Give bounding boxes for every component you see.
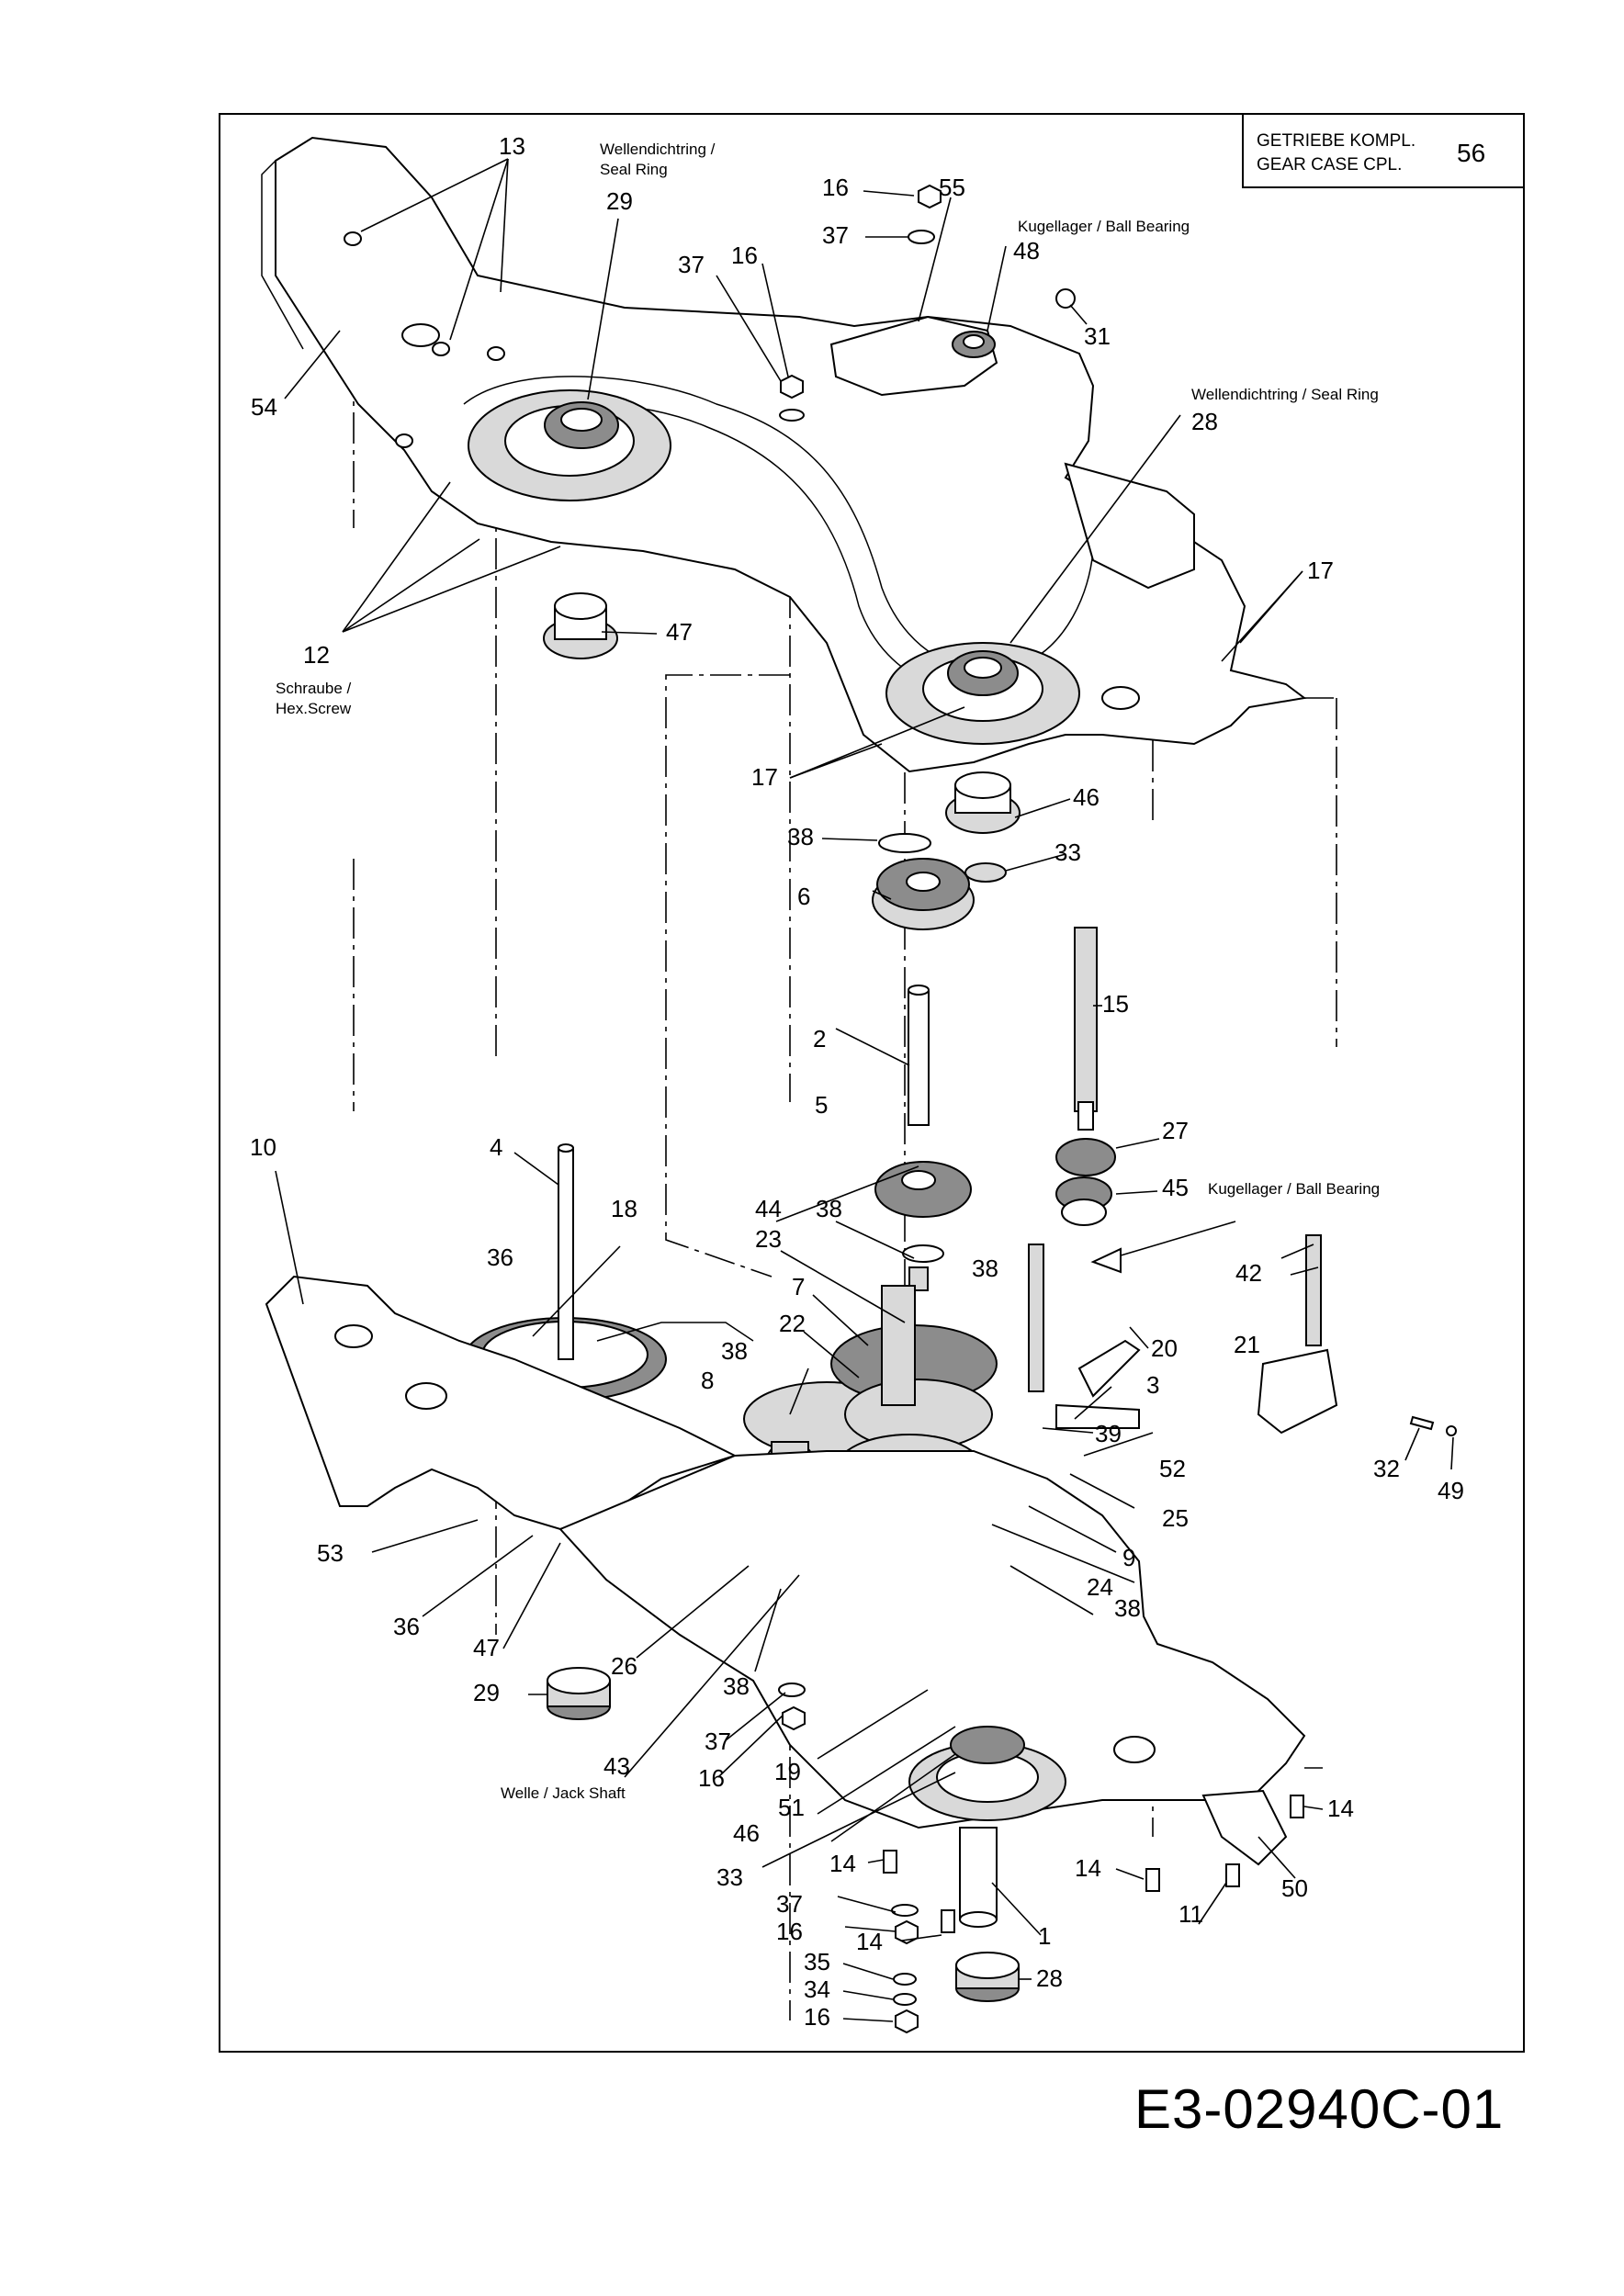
title-ref-number: 56: [1457, 139, 1486, 167]
callout-19: 19: [774, 1758, 801, 1785]
callout-12: 12: [303, 641, 330, 669]
callout-2: 2: [813, 1025, 826, 1052]
callouts: 13 29 16 55 37 37 16 48 31 54 28 17 47 1…: [250, 132, 1464, 2031]
callout-27: 27: [1162, 1117, 1189, 1144]
seal-ring-label-right: Wellendichtring / Seal Ring: [1191, 386, 1379, 403]
callout-43: 43: [603, 1752, 630, 1780]
callout-42: 42: [1235, 1259, 1262, 1287]
fasteners: [778, 184, 1457, 2034]
callout-14: 14: [856, 1928, 883, 1955]
callout-55: 55: [939, 174, 965, 201]
callout-51: 51: [778, 1794, 805, 1821]
callout-26: 26: [611, 1652, 637, 1680]
callout-25: 25: [1162, 1504, 1189, 1532]
document-id: E3-02940C-01: [1134, 2078, 1505, 2140]
callout-7: 7: [792, 1273, 805, 1300]
callout-13: 13: [499, 132, 525, 160]
jack-shaft-label: Welle / Jack Shaft: [501, 1784, 626, 1802]
callout-48: 48: [1013, 237, 1040, 264]
callout-8: 8: [701, 1367, 714, 1394]
callout-53: 53: [317, 1539, 344, 1567]
callout-1: 1: [1038, 1922, 1051, 1950]
callout-37: 37: [776, 1890, 803, 1918]
callout-31: 31: [1084, 322, 1111, 350]
hex-screw-label-de: Schraube /: [276, 680, 351, 697]
ball-bearing-label: Kugellager / Ball Bearing: [1018, 218, 1190, 235]
callout-6: 6: [797, 883, 810, 910]
callout-29: 29: [473, 1679, 500, 1706]
callout-24: 24: [1087, 1573, 1113, 1601]
callout-45: 45: [1162, 1174, 1189, 1201]
callout-46: 46: [733, 1819, 760, 1847]
callout-16: 16: [698, 1764, 725, 1792]
callout-33: 33: [716, 1863, 743, 1891]
callout-37: 37: [705, 1728, 731, 1755]
callout-11: 11: [1179, 1900, 1203, 1928]
callout-33: 33: [1054, 838, 1081, 866]
hex-screw-label-en: Hex.Screw: [276, 700, 352, 717]
callout-17: 17: [751, 763, 778, 791]
ball-bearing-label-mid: Kugellager / Ball Bearing: [1208, 1180, 1380, 1198]
callout-29: 29: [606, 187, 633, 215]
drawing-frame: [219, 113, 1525, 2053]
callout-37: 37: [678, 251, 705, 278]
callout-18: 18: [611, 1195, 637, 1222]
callout-15: 15: [1102, 990, 1129, 1018]
callout-14: 14: [1327, 1795, 1354, 1822]
seal-ring-label-de: Wellendichtring /: [600, 141, 716, 158]
callout-16: 16: [804, 2003, 830, 2031]
callout-36: 36: [393, 1613, 420, 1640]
callout-47: 47: [666, 618, 693, 646]
upper-housing: [261, 136, 1307, 773]
annotations: Wellendichtring / Seal Ring Kugellager /…: [276, 141, 1380, 1802]
callout-54: 54: [251, 393, 277, 421]
callout-10: 10: [250, 1133, 276, 1161]
callout-4: 4: [490, 1133, 502, 1161]
callout-16: 16: [822, 174, 849, 201]
callout-16: 16: [731, 242, 758, 269]
callout-9: 9: [1122, 1544, 1135, 1571]
callout-46: 46: [1073, 783, 1100, 811]
callout-21: 21: [1234, 1331, 1260, 1358]
callout-49: 49: [1438, 1477, 1464, 1504]
callout-14: 14: [829, 1850, 856, 1877]
callout-17: 17: [1307, 557, 1334, 584]
callout-36: 36: [487, 1244, 513, 1271]
callout-23: 23: [755, 1225, 782, 1253]
callout-47: 47: [473, 1634, 500, 1661]
callout-50: 50: [1281, 1874, 1308, 1902]
callout-20: 20: [1151, 1334, 1178, 1362]
callout-38: 38: [1114, 1594, 1141, 1622]
callout-38: 38: [972, 1255, 998, 1282]
callout-38: 38: [816, 1195, 842, 1222]
title-block: GETRIEBE KOMPL. GEAR CASE CPL. 56: [1242, 113, 1525, 188]
callout-5: 5: [815, 1091, 828, 1119]
callout-35: 35: [804, 1948, 830, 1975]
lower-housing: [265, 1275, 1306, 2002]
callout-28: 28: [1191, 408, 1218, 435]
callout-34: 34: [804, 1975, 830, 2003]
callout-44: 44: [755, 1195, 782, 1222]
title-line-de: GETRIEBE KOMPL.: [1257, 131, 1416, 151]
callout-37: 37: [822, 221, 849, 249]
callout-39: 39: [1095, 1420, 1122, 1447]
callout-16: 16: [776, 1918, 803, 1945]
callout-28: 28: [1036, 1964, 1063, 1992]
callout-52: 52: [1159, 1455, 1186, 1482]
callout-22: 22: [779, 1310, 806, 1337]
leader-lines: [275, 158, 1454, 2022]
title-line-en: GEAR CASE CPL.: [1257, 155, 1403, 174]
callout-38: 38: [721, 1337, 748, 1365]
callout-3: 3: [1146, 1371, 1159, 1399]
callout-14: 14: [1075, 1854, 1101, 1882]
callout-32: 32: [1373, 1455, 1400, 1482]
seal-ring-label-en: Seal Ring: [600, 161, 668, 178]
callout-38: 38: [723, 1672, 750, 1700]
callout-38: 38: [787, 823, 814, 850]
